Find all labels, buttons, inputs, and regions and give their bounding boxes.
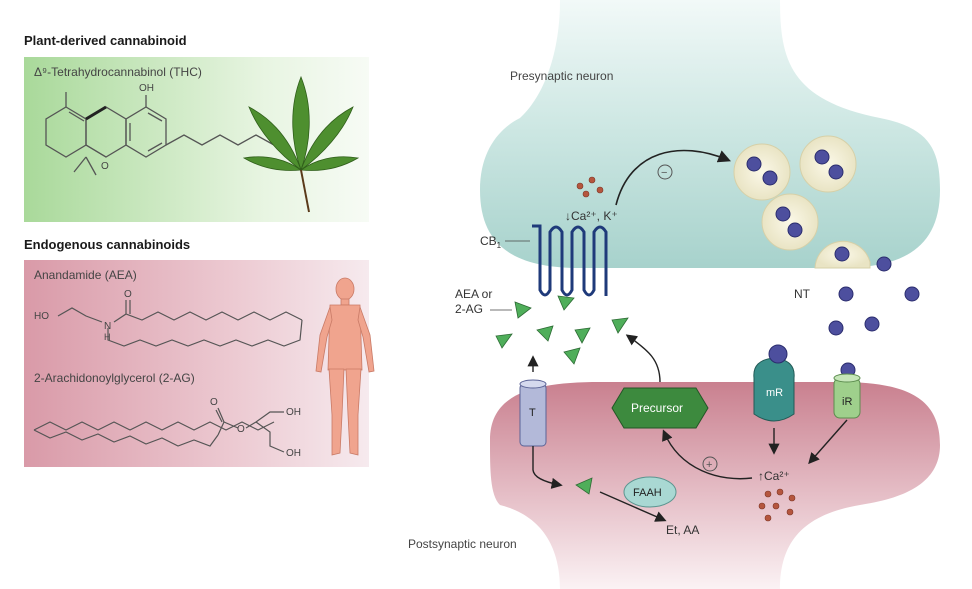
thc-o-label: O [101, 161, 109, 172]
ca-label: ↑Ca²⁺ [758, 469, 790, 483]
thc-name: Δ⁹-Tetrahydrocannabinol (THC) [34, 65, 202, 79]
ir-label: iR [842, 396, 852, 408]
precursor [611, 387, 709, 429]
endocannabinoid-ligands [495, 295, 629, 495]
plant-heading: Plant-derived cannabinoid [24, 33, 187, 48]
faah-label: FAAH [633, 487, 662, 499]
aea-ho-label: HO [34, 311, 49, 322]
metabotropic-receptor [753, 357, 795, 422]
presynaptic-neuron [480, 0, 940, 268]
endo-panel: Anandamide (AEA) 2-Arachidonoylglycerol … [24, 260, 369, 467]
products-label: Et, AA [666, 523, 699, 537]
synapse-diagram: Presynaptic neuron Postsynaptic neuron N… [408, 0, 940, 589]
ion-label: ↓Ca²⁺, K⁺ [565, 209, 618, 223]
cb1-receptor [532, 224, 608, 297]
postsynaptic-calcium [758, 488, 796, 522]
vesicles [733, 135, 871, 269]
human-body-icon [315, 277, 375, 456]
precursor-label: Precursor [631, 401, 683, 415]
twoag-o-carbonyl-label: O [210, 397, 218, 408]
endo-heading: Endogenous cannabinoids [24, 237, 191, 252]
aea-o-label: O [124, 289, 132, 300]
cb1-label: CB1 [480, 234, 502, 250]
neurotransmitters [828, 256, 920, 378]
twoag-oh1-label: OH [286, 407, 301, 418]
ligand-label-line2: 2-AG [455, 302, 483, 316]
ligand-label-line1: AEA or [455, 287, 492, 301]
aea-n-label: N [104, 321, 111, 332]
postsynaptic-label: Postsynaptic neuron [408, 537, 517, 551]
presynaptic-label: Presynaptic neuron [510, 69, 613, 83]
minus-symbol: − [661, 167, 667, 179]
cannabis-leaf-icon [242, 75, 360, 213]
presynaptic-calcium [576, 176, 604, 198]
inhibition-arrow [615, 149, 731, 206]
aea-h-label: H [104, 332, 111, 342]
plus-symbol: + [706, 459, 712, 471]
transporter-label: T [529, 407, 536, 419]
faah-enzyme [623, 476, 677, 508]
twoag-oh2-label: OH [286, 448, 301, 459]
mr-label: mR [766, 387, 783, 399]
aea-name: Anandamide (AEA) [34, 268, 137, 282]
thc-panel: Δ⁹-Tetrahydrocannabinol (THC) OH O [24, 57, 369, 222]
twoag-name: 2-Arachidonoylglycerol (2-AG) [34, 371, 195, 385]
postsynaptic-neuron [490, 382, 940, 589]
thc-oh-label: OH [139, 83, 154, 94]
endo-structures: HO N H O O O OH OH [33, 289, 303, 459]
twoag-o-ester-label: O [237, 424, 245, 435]
nt-label: NT [794, 287, 811, 301]
thc-structure: OH O [45, 83, 275, 176]
